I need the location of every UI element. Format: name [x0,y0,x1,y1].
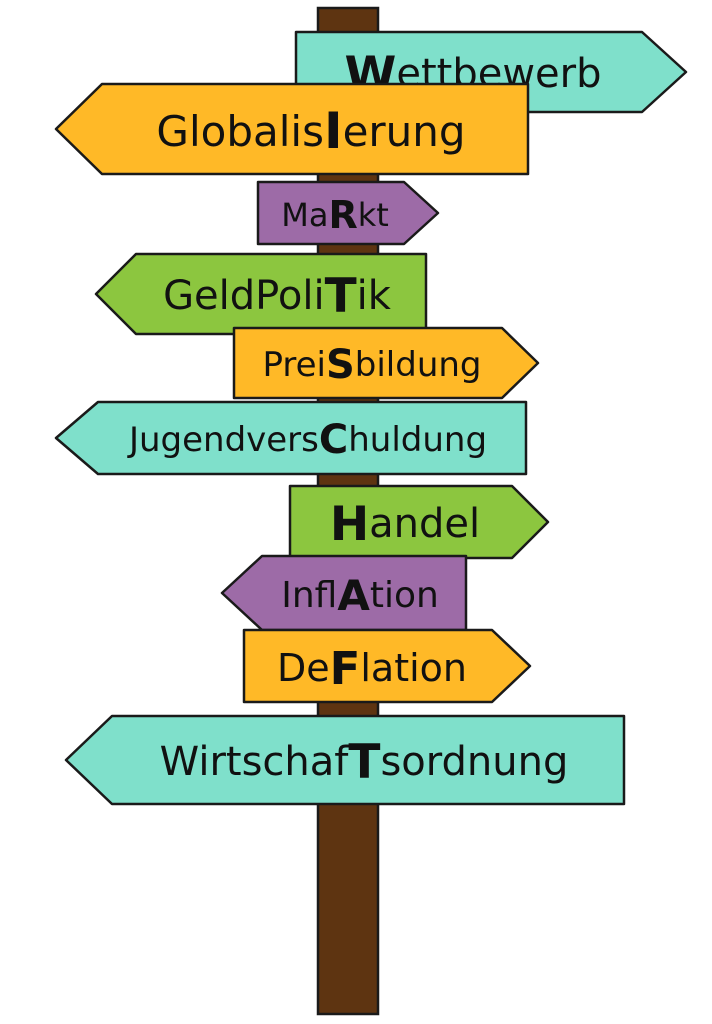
sign-markt-label: MaRkt [281,193,389,237]
sign-wirtschaftsordnung-board [64,714,626,806]
sign-label-part: bildung [355,345,482,385]
sign-handel-board [288,484,550,560]
sign-preisbildung: PreiSbildung [232,326,540,400]
direction-signs: WettbewerbGlobalisIerungMaRktGeldPoliTik… [54,30,688,806]
sign-label-part: Infl [281,575,337,616]
sign-label-part: ik [357,273,392,319]
sign-label-highlight-letter: H [330,497,369,552]
sign-label-part: sordnung [380,739,568,785]
sign-label-part: tion [370,575,439,616]
sign-inflation-label: InflAtion [281,571,439,620]
sign-markt-board [256,180,440,246]
sign-label-part: andel [369,501,480,547]
sign-label-part: Wirtschaf [160,739,350,785]
sign-jugendverschuldung: JugendversChuldung [54,400,528,476]
sign-label-highlight-letter: T [348,735,380,790]
sign-label-part: erung [343,107,466,156]
sign-label-part: kt [358,196,389,234]
sign-jugendverschuldung-board [54,400,528,476]
sign-geldpolitik-label: GeldPoliTik [163,269,392,324]
sign-preisbildung-board [232,326,540,400]
sign-label-part: Prei [262,345,326,385]
sign-label-part: Jugendvers [127,420,319,460]
sign-wirtschaftsordnung: WirtschafTsordnung [64,714,626,806]
sign-markt: MaRkt [256,180,440,246]
sign-label-highlight-letter: C [319,417,348,463]
sign-deflation: DeFlation [242,628,532,704]
sign-handel-label: Handel [330,497,480,552]
sign-label-part: Ma [281,196,328,234]
sign-wirtschaftsordnung-label: WirtschafTsordnung [160,735,569,790]
sign-label-part: GeldPoli [163,273,325,319]
sign-globalisierung: GlobalisIerung [54,82,530,176]
sign-geldpolitik: GeldPoliTik [94,252,428,336]
sign-label-part: lation [360,646,467,690]
sign-label-highlight-letter: F [330,642,361,695]
sign-label-part: huldung [348,420,487,460]
sign-label-highlight-letter: S [326,342,355,388]
sign-label-highlight-letter: I [324,102,343,160]
sign-deflation-board [242,628,532,704]
sign-preisbildung-label: PreiSbildung [262,342,481,388]
sign-label-part: Globalis [156,107,324,156]
sign-jugendverschuldung-label: JugendversChuldung [127,417,487,463]
sign-label-part: De [277,646,330,690]
sign-handel: Handel [288,484,550,560]
sign-label-highlight-letter: R [328,193,357,237]
sign-globalisierung-label: GlobalisIerung [156,102,465,160]
sign-deflation-label: DeFlation [277,642,467,695]
sign-globalisierung-board [54,82,530,176]
sign-label-highlight-letter: T [325,269,357,324]
sign-inflation: InflAtion [220,554,468,632]
sign-label-highlight-letter: A [337,571,370,620]
